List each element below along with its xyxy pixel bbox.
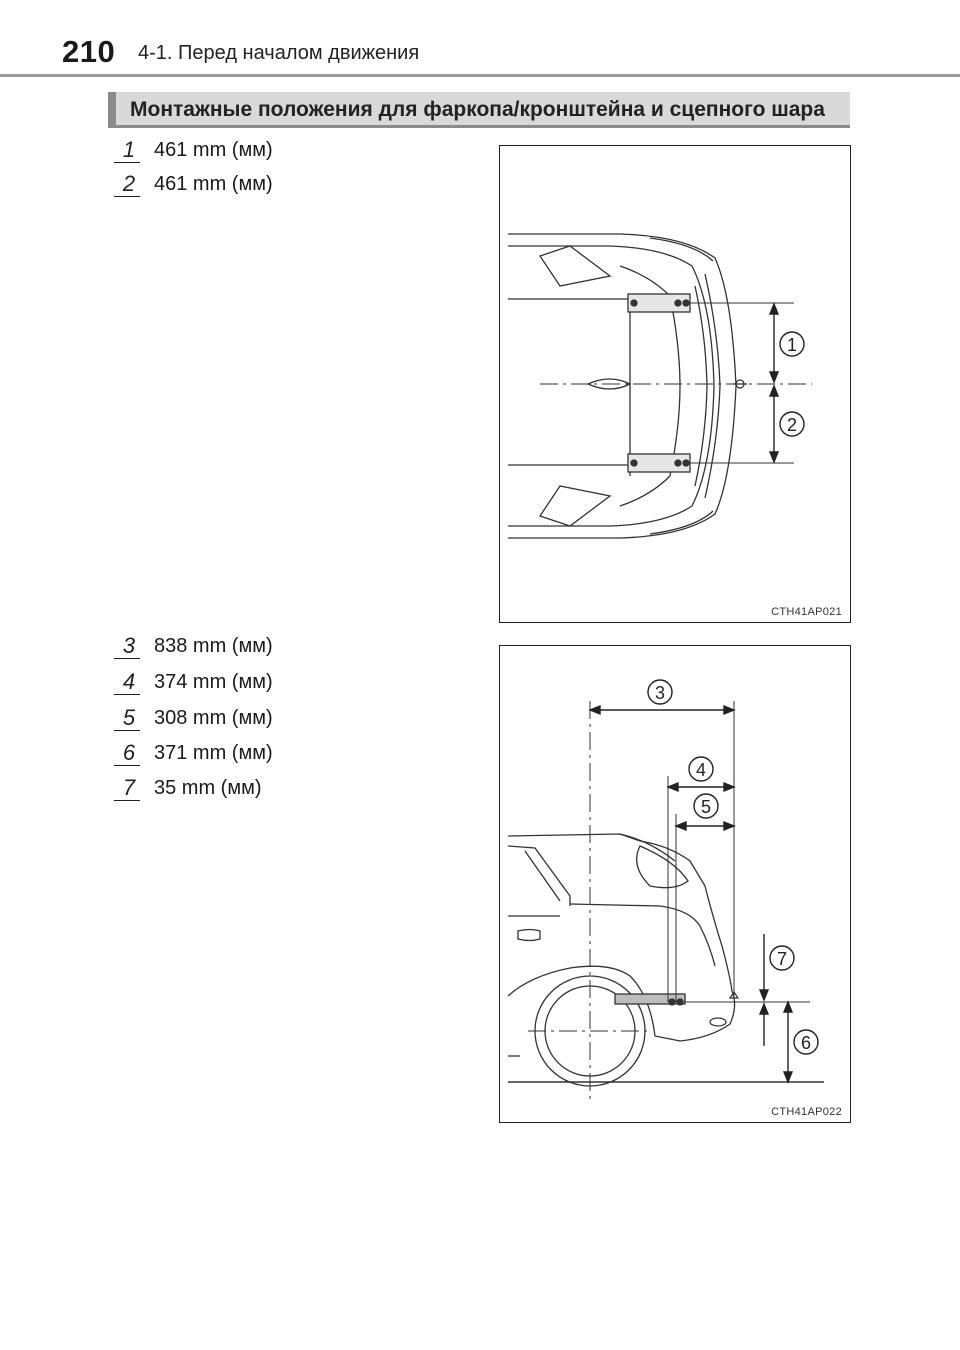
svg-text:3: 3	[655, 683, 665, 703]
callout-5: 5	[693, 793, 719, 819]
callout-6: 6	[793, 1029, 819, 1055]
svg-text:1: 1	[787, 335, 797, 355]
item-value: 35 mm (мм)	[154, 777, 262, 799]
item-number: 4	[114, 670, 140, 695]
section-heading: Монтажные положения для фаркопа/кронштей…	[130, 98, 825, 121]
section-heading-bar: Монтажные положения для фаркопа/кронштей…	[108, 92, 850, 127]
callout-3: 3	[647, 679, 673, 705]
heading-underline	[108, 125, 850, 128]
page-number: 210	[62, 34, 116, 69]
item-value: 461 mm (мм)	[154, 139, 273, 161]
item-value: 838 mm (мм)	[154, 635, 273, 657]
svg-text:7: 7	[777, 949, 787, 969]
item-number: 5	[114, 706, 140, 731]
header-rule	[0, 74, 960, 77]
section-title: 4-1. Перед началом движения	[138, 42, 420, 64]
callout-7: 7	[769, 945, 795, 971]
item-number: 7	[114, 776, 140, 801]
item-number: 3	[114, 634, 140, 659]
figure-code: CTH41AP021	[771, 606, 842, 618]
top-view-drawing: 1 2	[508, 233, 812, 539]
svg-text:4: 4	[696, 760, 706, 780]
side-view-drawing: 3 4 5 7 6	[507, 679, 824, 1101]
figure-side-view: 3 4 5 7 6 CTH41AP022	[499, 645, 851, 1123]
item-number: 1	[114, 138, 140, 163]
item-value: 374 mm (мм)	[154, 671, 273, 693]
callout-2: 2	[779, 411, 805, 437]
item-number: 6	[114, 741, 140, 766]
item-value: 461 mm (мм)	[154, 173, 273, 195]
svg-text:2: 2	[787, 415, 797, 435]
svg-text:6: 6	[801, 1033, 811, 1053]
item-value: 371 mm (мм)	[154, 742, 273, 764]
callout-4: 4	[688, 756, 714, 782]
figure-top-view: 1 2 CTH41AP021	[499, 145, 851, 623]
figure-code: CTH41AP022	[771, 1106, 842, 1118]
callout-1: 1	[779, 331, 805, 357]
item-number: 2	[114, 172, 140, 197]
svg-text:5: 5	[701, 797, 711, 817]
item-value: 308 mm (мм)	[154, 707, 273, 729]
